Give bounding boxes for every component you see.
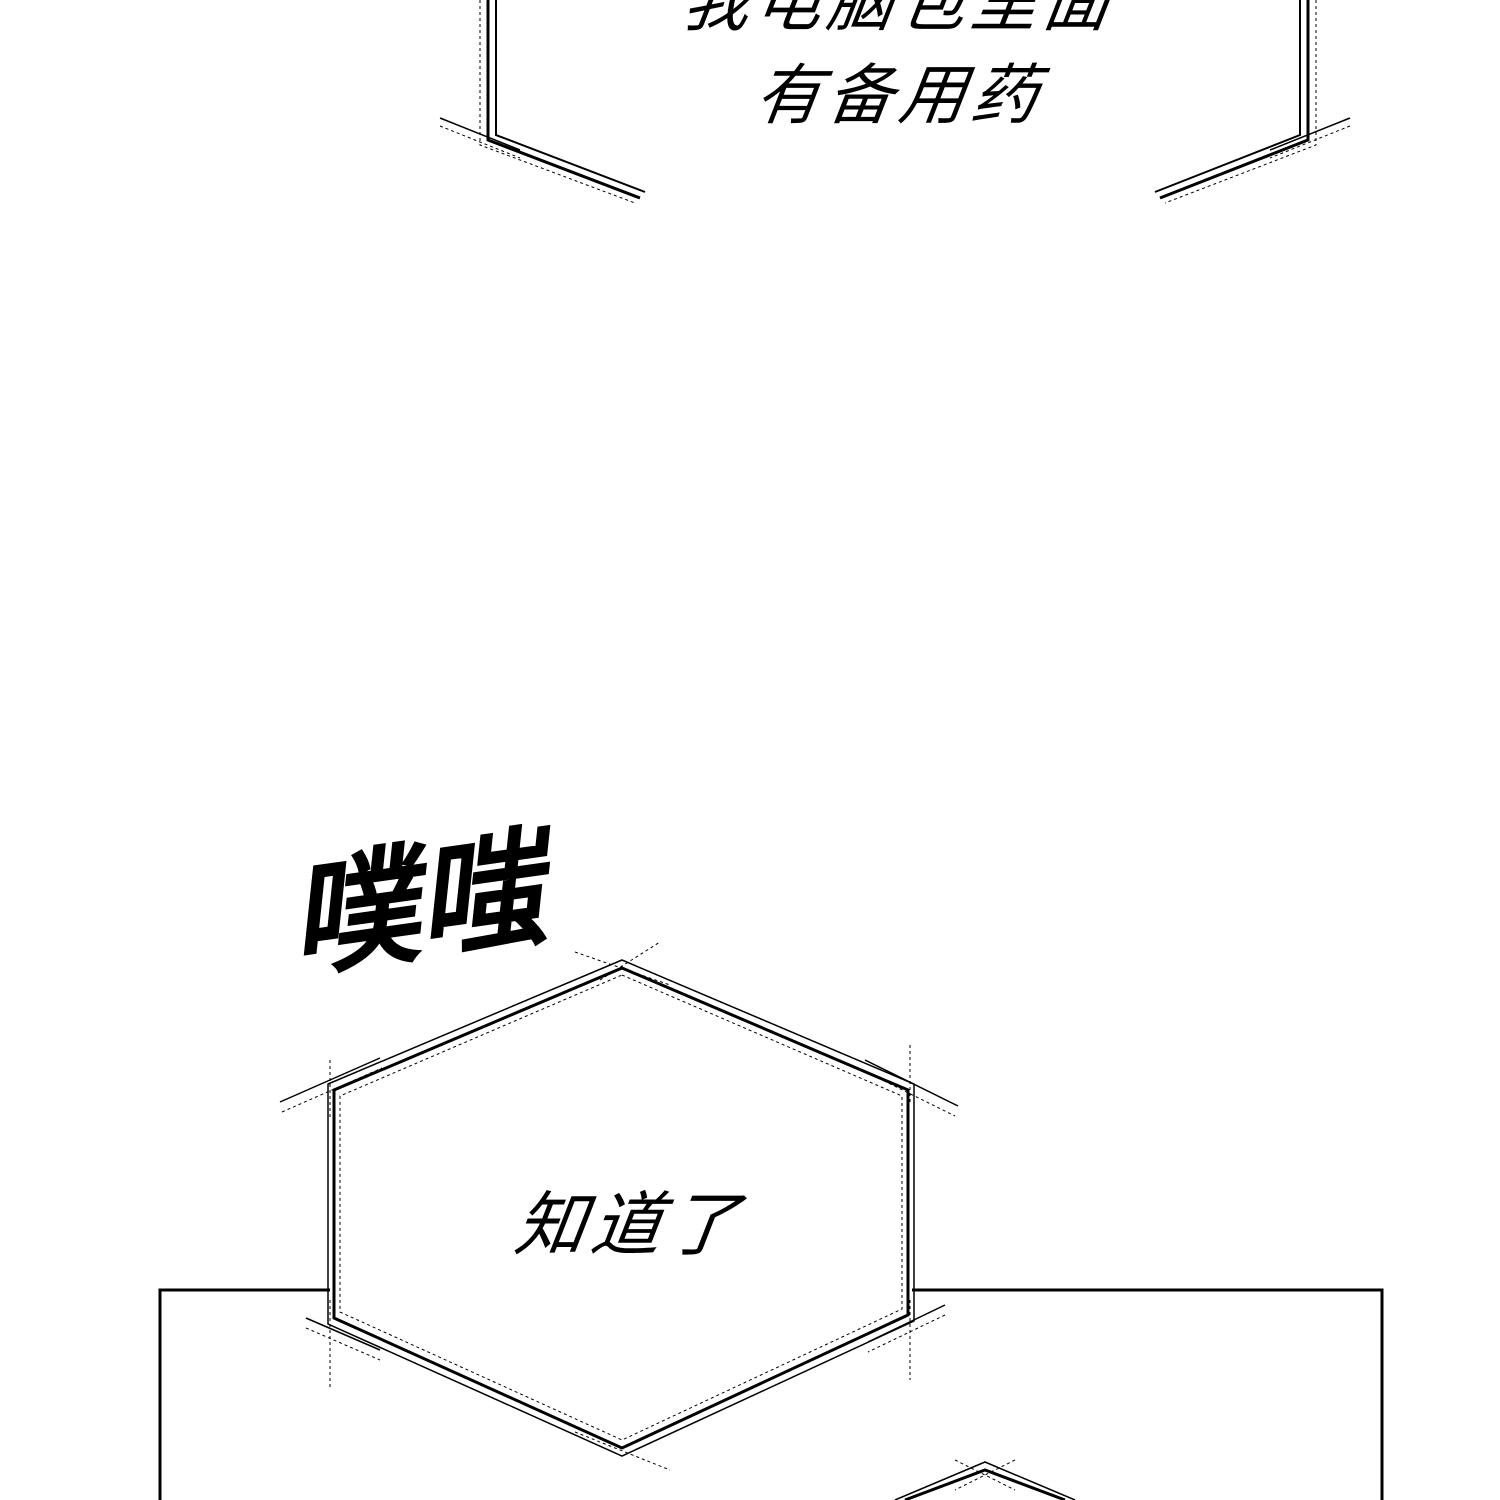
speech-bubble-bottom-frame xyxy=(894,1459,1076,1500)
panel-frame xyxy=(158,1288,1384,1500)
bubble-top-line-2: 有备用药 xyxy=(750,57,1050,134)
speech-bubble-top-frame xyxy=(439,0,1351,204)
bubble-top-line-1: 我电脑包里面 xyxy=(678,0,1122,41)
speech-bubble-middle-frame xyxy=(279,941,959,1471)
bubble-middle-text: 知道了 xyxy=(510,1184,750,1266)
